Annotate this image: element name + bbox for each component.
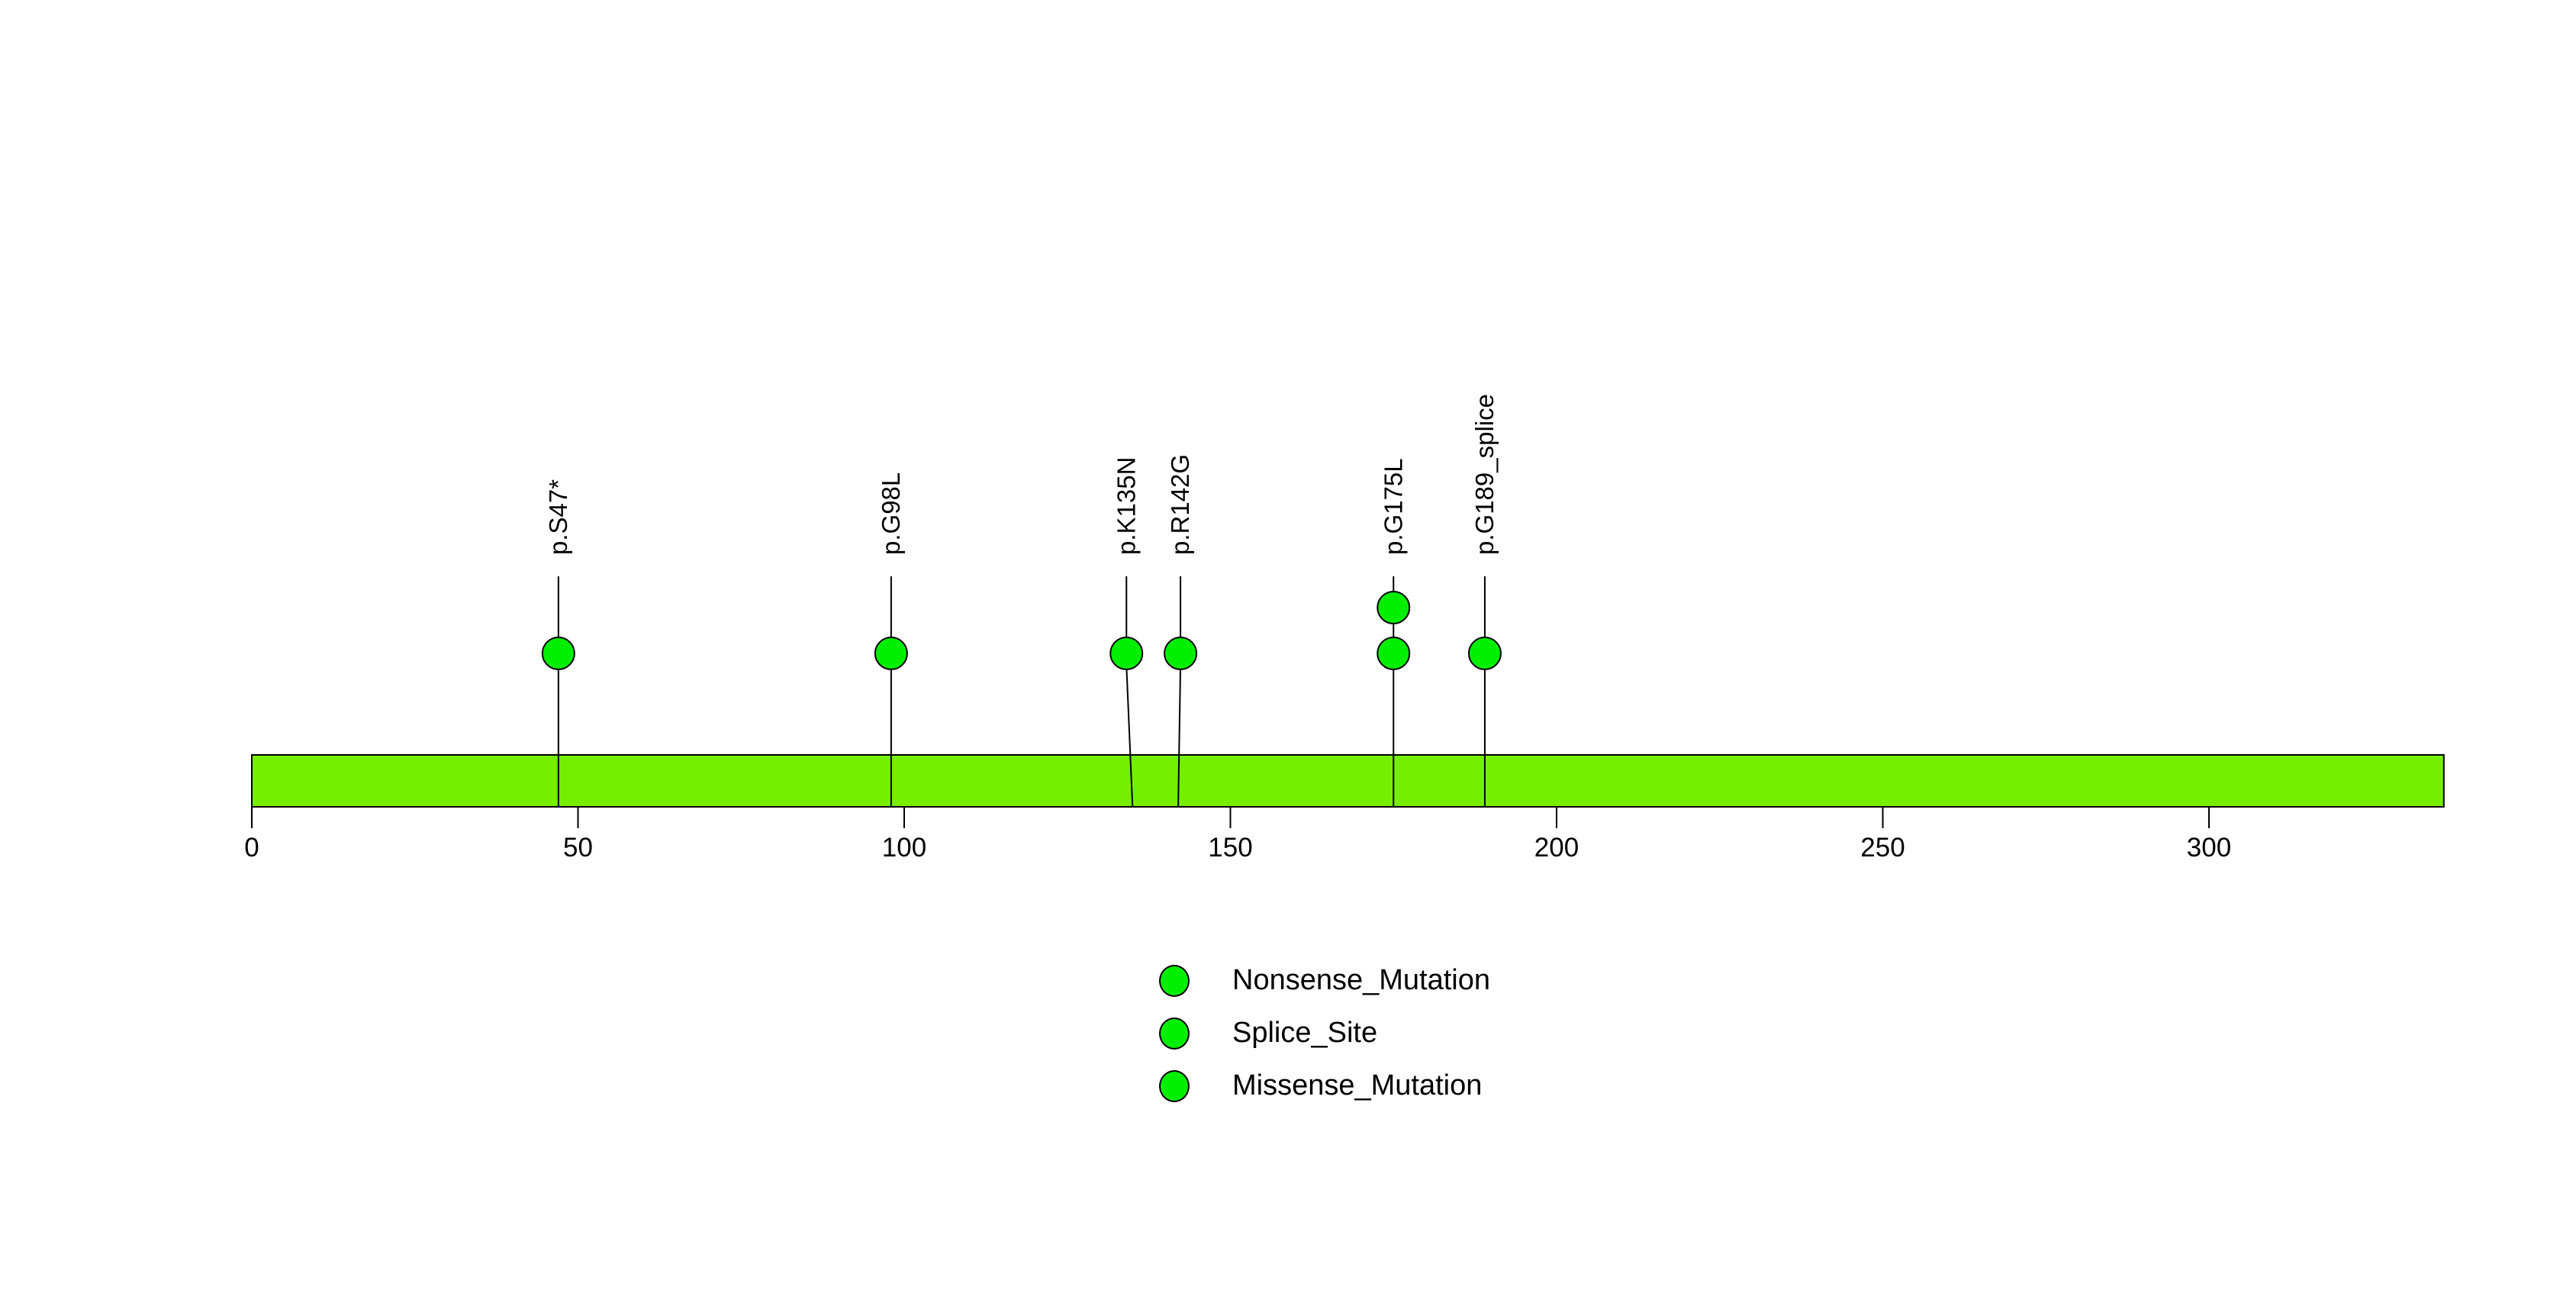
mutation-label: p.S47* <box>544 479 572 555</box>
legend-item-label: Missense_Mutation <box>1232 1069 1483 1101</box>
axis-tick-label: 0 <box>244 833 259 863</box>
legend-item: Missense_Mutation <box>1159 1059 1490 1112</box>
mutation-point <box>541 637 575 670</box>
mutation-point <box>1164 637 1198 670</box>
axis-tick-label: 300 <box>2187 833 2231 863</box>
mutation-label: p.K135N <box>1112 457 1140 555</box>
legend-item-label: Nonsense_Mutation <box>1232 964 1490 996</box>
mutation-point <box>1377 637 1411 670</box>
axis-tick-label: 50 <box>563 833 593 863</box>
mutation-point <box>874 637 908 670</box>
mutation-type-swatch-icon <box>1159 1069 1190 1102</box>
axis-tick-label: 250 <box>1860 833 1905 863</box>
mutation-label: p.G189_splice <box>1470 394 1499 555</box>
axis-tick-label: 150 <box>1208 833 1252 863</box>
mutation-type-swatch-icon <box>1159 1017 1190 1050</box>
legend-item: Nonsense_Mutation <box>1159 954 1490 1007</box>
protein-body-bar <box>251 754 2445 808</box>
mutation-point <box>1467 637 1502 670</box>
legend: Nonsense_Mutation Splice_Site Missense_M… <box>1159 954 1490 1112</box>
mutation-label: p.R142G <box>1166 454 1194 555</box>
legend-item-label: Splice_Site <box>1232 1017 1378 1049</box>
mutation-label: p.G98L <box>877 472 905 555</box>
axis-tick-label: 100 <box>882 833 926 863</box>
mutation-type-swatch-icon <box>1159 964 1190 997</box>
mutation-point <box>1109 637 1144 670</box>
mutation-point <box>1377 591 1411 624</box>
mutation-label: p.G175L <box>1379 458 1407 555</box>
axis-tick-label: 200 <box>1534 833 1579 863</box>
legend-item: Splice_Site <box>1159 1007 1490 1059</box>
